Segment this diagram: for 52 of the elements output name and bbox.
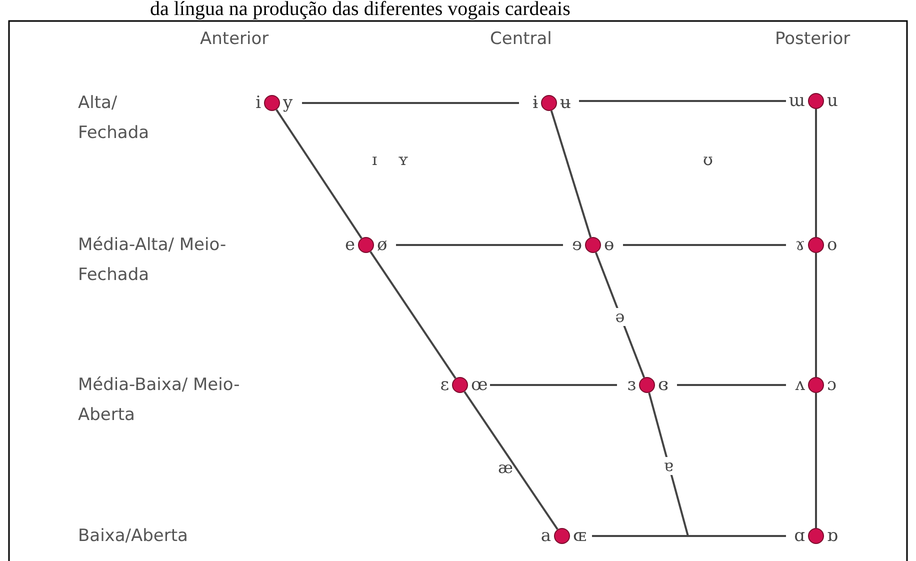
vowel-symbol: ɤ — [794, 235, 805, 255]
row-heading: Baixa/Aberta — [78, 525, 188, 548]
vowel-symbol: ɑ — [793, 526, 805, 546]
vowel-symbol: ʉ — [560, 93, 572, 113]
column-heading: Posterior — [775, 28, 850, 51]
vowel-symbol: ɪ — [372, 150, 378, 169]
vowel-symbol: a — [540, 526, 551, 546]
connector-line — [677, 384, 786, 386]
connector-line — [490, 384, 617, 386]
vowel-symbol: ɵ — [604, 235, 616, 255]
column-heading: Central — [490, 28, 552, 51]
connector-line — [302, 102, 519, 104]
connector-line — [370, 251, 456, 379]
vowel-symbol: ɒ — [827, 526, 839, 546]
connector-line — [276, 109, 362, 239]
vowel-symbol: æ — [498, 458, 514, 477]
connector-line — [396, 244, 563, 246]
row-heading: Alta/ Fechada — [78, 92, 150, 145]
vowel-symbol: i — [254, 93, 261, 113]
connector-line — [592, 535, 786, 537]
vowel-symbol: œ — [471, 375, 489, 395]
vowel-symbol: ɛ — [439, 375, 449, 395]
caption-text: da língua na produção das diferentes vogais cardeais — [150, 0, 570, 21]
vowel-symbol: u — [827, 91, 839, 111]
vowel-symbol: ɯ — [788, 91, 805, 111]
vowel-symbol: ə — [613, 308, 627, 326]
connector-line — [815, 393, 817, 528]
connector-line — [815, 253, 817, 377]
vowel-symbol: y — [283, 93, 294, 113]
vowel-symbol: ɔ — [827, 375, 838, 395]
connector-line — [579, 100, 786, 102]
vowel-symbol: ɐ — [662, 457, 676, 476]
connector-line — [594, 252, 646, 378]
vowel-symbol: ɞ — [658, 375, 670, 395]
column-heading: Anterior — [200, 28, 269, 51]
vowel-symbol: ɘ — [570, 235, 582, 255]
connector-line — [815, 109, 817, 237]
row-heading: Média-Alta/ Meio-Fechada — [78, 234, 228, 287]
row-heading: Média-Baixa/ Meio-Aberta — [78, 374, 241, 427]
connector-line — [550, 110, 592, 238]
vowel-symbol: ʊ — [703, 150, 713, 169]
connector-line — [623, 244, 786, 246]
vowel-symbol: ʌ — [794, 375, 805, 395]
connector-line — [648, 392, 689, 536]
vowel-symbol: ɜ — [626, 375, 636, 395]
vowel-symbol: ʏ — [398, 150, 408, 169]
vowel-symbol: o — [827, 235, 838, 255]
vowel-symbol: ø — [377, 235, 388, 255]
vowel-symbol: ɨ — [532, 93, 538, 113]
vowel-symbol: e — [344, 235, 355, 255]
connector-line — [464, 391, 558, 530]
vowel-symbol: ɶ — [573, 526, 588, 546]
